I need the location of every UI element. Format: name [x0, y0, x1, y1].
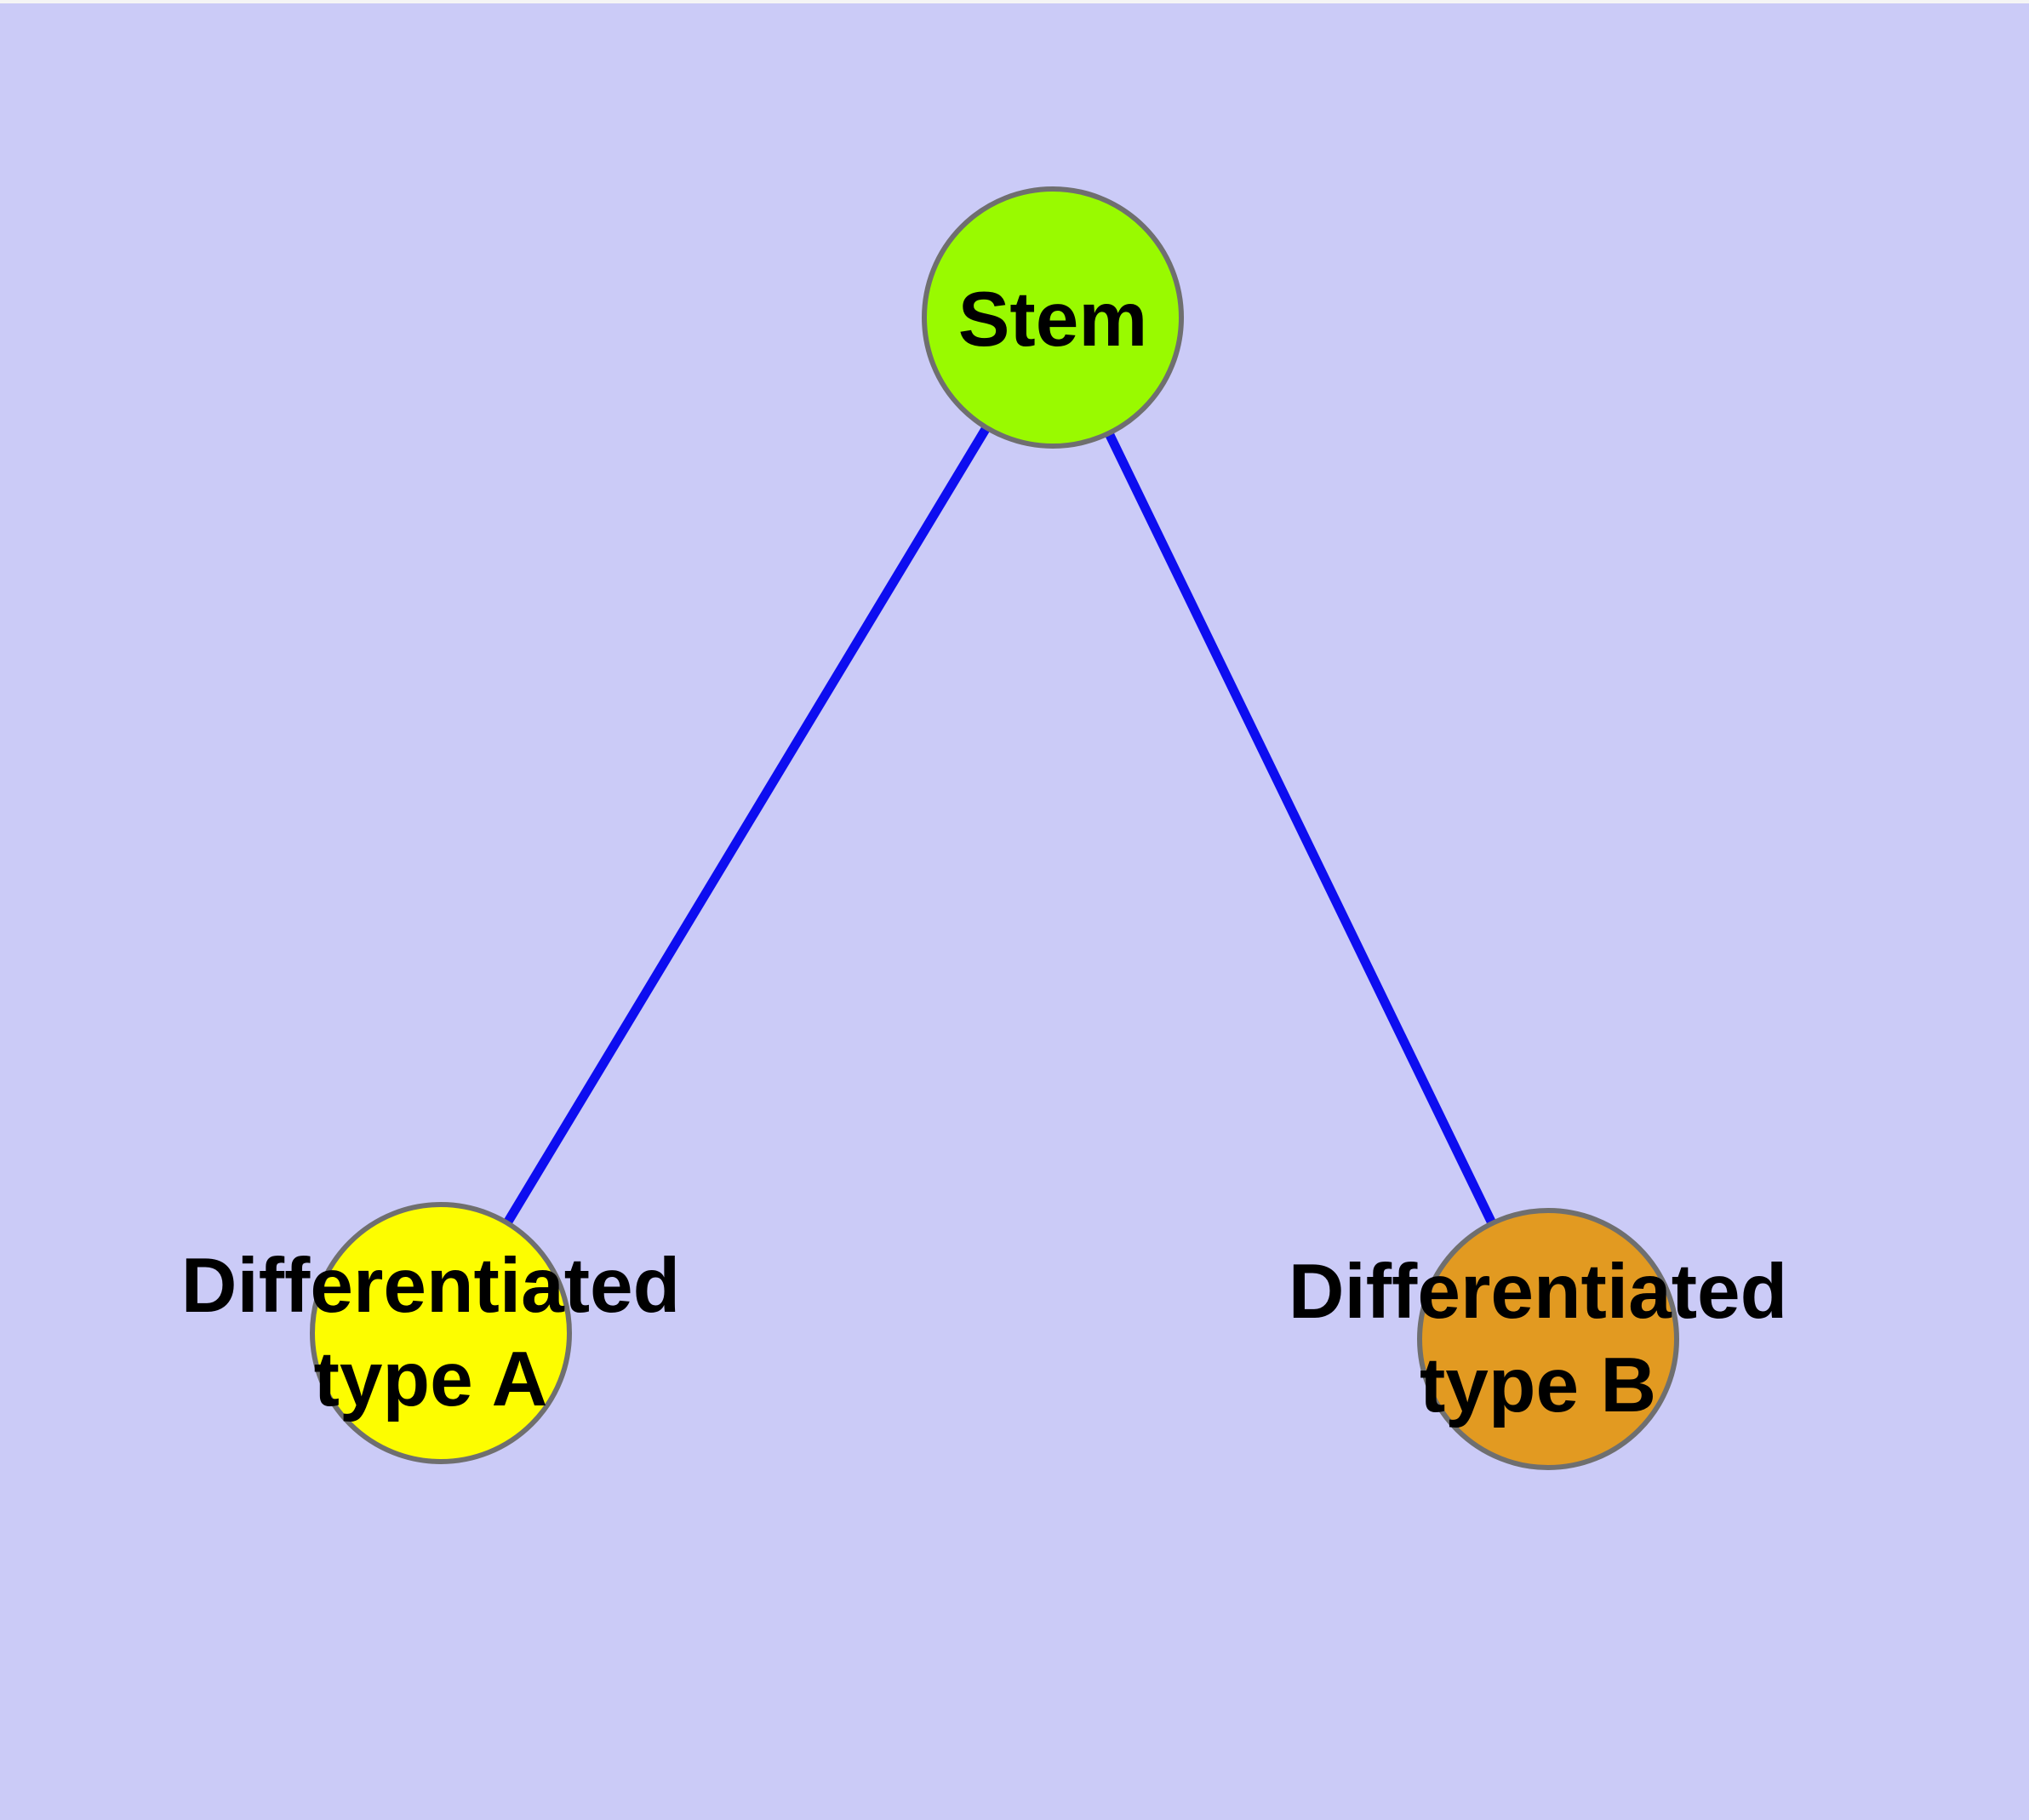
- node-differentiated-type-a: [310, 1202, 572, 1464]
- node-stem-label: Stem: [958, 277, 1148, 363]
- node-type-b-label-line2: type B: [1420, 1342, 1656, 1428]
- node-type-a-label-line2: type A: [314, 1336, 548, 1422]
- edge-stem-to-type-b: [1049, 315, 1552, 1342]
- node-differentiated-type-b: [1417, 1208, 1679, 1470]
- node-type-b-label-line1: Differentiated: [1289, 1249, 1788, 1335]
- top-border-strip: [0, 0, 2029, 3]
- edge-stem-to-type-a: [437, 315, 1057, 1336]
- node-type-a-label-line1: Differentiated: [181, 1243, 681, 1329]
- node-stem: [922, 186, 1184, 449]
